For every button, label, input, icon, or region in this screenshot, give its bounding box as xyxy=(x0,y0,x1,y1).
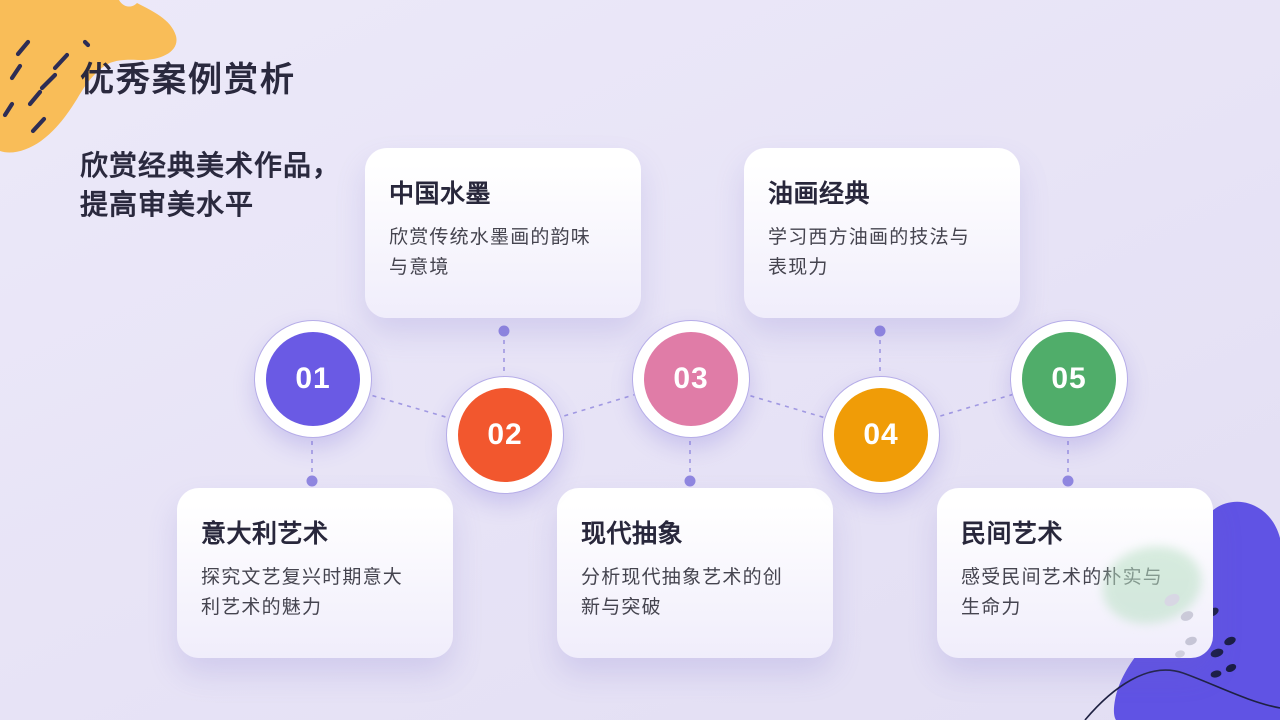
subtitle-line-2: 提高审美水平 xyxy=(80,189,255,220)
card-italian-art-body: 探究文艺复兴时期意大利艺术的魅力 xyxy=(201,567,404,618)
node-03-number: 03 xyxy=(673,362,709,395)
card-folk-art-body: 感受民间艺术的朴实与生命力 xyxy=(961,567,1164,618)
node-04-number: 04 xyxy=(863,418,899,451)
card-oil-classic-body: 学习西方油画的技法与表现力 xyxy=(768,227,971,278)
card-folk-art-title: 民间艺术 xyxy=(961,520,1064,548)
timeline-node-05: 05 xyxy=(1010,320,1128,438)
card-oil-classic-title: 油画经典 xyxy=(768,180,871,208)
navy-dashes xyxy=(2,39,91,134)
card-italian-art-title: 意大利艺术 xyxy=(201,520,329,548)
card-modern-abstract-title: 现代抽象 xyxy=(581,520,684,548)
node-01-disc: 01 xyxy=(266,332,360,426)
card-china-ink-title: 中国水墨 xyxy=(389,180,492,208)
node-03-disc: 03 xyxy=(644,332,738,426)
node-01-number: 01 xyxy=(295,362,331,395)
timeline-node-04: 04 xyxy=(822,376,940,494)
card-modern-abstract-body: 分析现代抽象艺术的创新与突破 xyxy=(581,567,784,618)
card-modern-abstract: 现代抽象 分析现代抽象艺术的创新与突破 xyxy=(557,488,833,658)
slide-subtitle: 欣赏经典美术作品， 提高审美水平 xyxy=(80,146,341,224)
timeline-node-03: 03 xyxy=(632,320,750,438)
node-04-disc: 04 xyxy=(834,388,928,482)
node-02-disc: 02 xyxy=(458,388,552,482)
card-folk-art: 民间艺术 感受民间艺术的朴实与生命力 xyxy=(937,488,1213,658)
node-02-number: 02 xyxy=(487,418,523,451)
subtitle-line-1: 欣赏经典美术作品， xyxy=(80,150,342,181)
node-05-number: 05 xyxy=(1051,362,1087,395)
page-title: 优秀案例赏析 xyxy=(80,61,296,99)
card-oil-classic: 油画经典 学习西方油画的技法与表现力 xyxy=(744,148,1020,318)
timeline-node-01: 01 xyxy=(254,320,372,438)
card-italian-art: 意大利艺术 探究文艺复兴时期意大利艺术的魅力 xyxy=(177,488,453,658)
node-05-disc: 05 xyxy=(1022,332,1116,426)
card-china-ink: 中国水墨 欣赏传统水墨画的韵味与意境 xyxy=(365,148,641,318)
card-china-ink-body: 欣赏传统水墨画的韵味与意境 xyxy=(389,227,592,278)
curve-line xyxy=(1084,669,1280,720)
timeline-node-02: 02 xyxy=(446,376,564,494)
header: 优秀案例赏析 xyxy=(80,52,296,101)
